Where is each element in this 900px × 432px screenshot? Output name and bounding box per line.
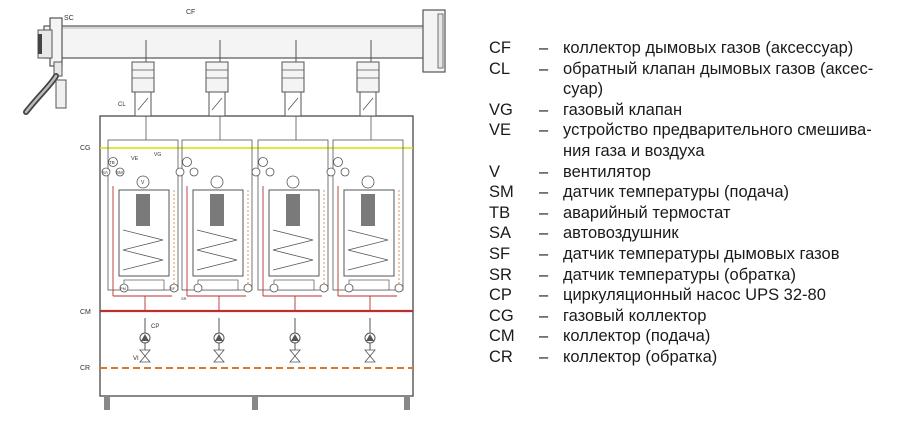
module-1	[101, 40, 179, 363]
legend-code: SA	[489, 224, 512, 243]
label-vg: VG	[154, 152, 161, 158]
legend-dash: –	[539, 39, 549, 57]
legend-row-ve: VE –устройство предварительного смешива- …	[489, 120, 894, 161]
legend-row-tb: TB –аварийный термостат	[489, 203, 894, 224]
legend-row-cm: CM –коллектор (подача)	[489, 326, 894, 347]
label-cf: CF	[186, 9, 195, 16]
legend-code: CR	[489, 347, 513, 366]
label-cg: CG	[80, 145, 91, 152]
legend-code: V	[489, 162, 501, 181]
legend-row-sr: SR –датчик температуры (обратка)	[489, 265, 894, 286]
label-cl: CL	[118, 102, 126, 108]
legend-dash: –	[539, 306, 549, 325]
legend-dash: –	[539, 265, 549, 284]
legend-dash: –	[539, 121, 549, 140]
legend-code: SR	[489, 265, 512, 284]
flue-gas-collector	[37, 9, 446, 73]
legend: CF–коллектор дымовых газов (аксессуар)CL…	[489, 38, 894, 368]
legend-code: CG	[489, 306, 514, 325]
legend-text: циркуляционный насос UPS 32-80	[563, 286, 826, 305]
legend-text: устройство предварительного смешива- ния…	[563, 121, 872, 160]
legend-dash: –	[539, 327, 549, 346]
legend-row-sm: SM –датчик температуры (подача)	[489, 182, 894, 203]
legend-dash: –	[539, 347, 549, 366]
legend-code: SF	[489, 244, 511, 263]
label-sa: SA	[102, 170, 108, 175]
label-pm: PM	[120, 286, 126, 291]
legend-code: CF	[489, 39, 511, 57]
legend-text: коллектор (обратка)	[563, 347, 718, 366]
legend-code: CM	[489, 327, 515, 346]
legend-row-v: V –вентилятор	[489, 162, 894, 183]
legend-text: датчик температуры дымовых газов	[563, 244, 840, 263]
legend-text: автовоздушник	[563, 224, 679, 243]
legend-row-sa: SA –автовоздушник	[489, 223, 894, 244]
label-cm: CM	[80, 309, 91, 316]
module-3	[251, 40, 329, 363]
label-sr: SR	[181, 296, 187, 301]
legend-text: газовый коллектор	[563, 306, 707, 325]
label-ve: VE	[131, 156, 139, 162]
legend-code: CL	[489, 59, 511, 78]
label-v: V	[141, 180, 145, 186]
condensate-drain	[23, 61, 67, 115]
legend-dash: –	[539, 59, 549, 78]
legend-text: коллектор (подача)	[563, 327, 711, 346]
label-cp: CP	[151, 324, 159, 330]
legend-row-vg: VG –газовый клапан	[489, 100, 894, 121]
label-tb: TB	[109, 160, 115, 165]
legend-text: вентилятор	[563, 162, 651, 181]
label-sc: SC	[64, 15, 74, 22]
legend-text: обратный клапан дымовых газов (аксес- су…	[563, 59, 874, 99]
module-2	[175, 40, 253, 363]
module-4	[326, 40, 404, 363]
legend-dash: –	[539, 203, 549, 222]
legend-text: датчик температуры (обратка)	[563, 265, 796, 284]
legend-code: SM	[489, 183, 514, 202]
label-cr: CR	[80, 365, 90, 372]
legend-code: CP	[489, 286, 512, 305]
legend-text: коллектор дымовых газов (аксессуар)	[563, 39, 854, 57]
legend-row-cf: CF –коллектор дымовых газов (аксессуар)	[489, 38, 894, 59]
legend-code: TB	[489, 203, 511, 222]
legend-code: VG	[489, 100, 513, 119]
legend-text: датчик температуры (подача)	[563, 183, 789, 202]
legend-row-cg: CG –газовый коллектор	[489, 306, 894, 327]
legend-row-cr: CR –коллектор (обратка)	[489, 347, 894, 368]
boiler-cascade-diagram: SC CF CG CM CR	[23, 9, 446, 410]
legend-dash: –	[539, 162, 549, 181]
legend-text: аварийный термостат	[563, 203, 731, 222]
legend-dash: –	[539, 286, 549, 305]
legend-row-cl: CL –обратный клапан дымовых газов (аксес-…	[489, 59, 894, 100]
legend-row-cp: CP –циркуляционный насос UPS 32-80	[489, 285, 894, 306]
label-vi: VI	[133, 356, 139, 362]
legend-text: газовый клапан	[563, 100, 683, 119]
legend-code: VE	[489, 121, 512, 140]
legend-dash: –	[539, 244, 549, 263]
label-sm: SM	[116, 170, 123, 175]
legend-dash: –	[539, 183, 549, 202]
legend-dash: –	[539, 100, 549, 119]
label-sf: SF	[170, 286, 176, 291]
legend-row-sf: SF –датчик температуры дымовых газов	[489, 244, 894, 265]
legend-dash: –	[539, 224, 549, 243]
